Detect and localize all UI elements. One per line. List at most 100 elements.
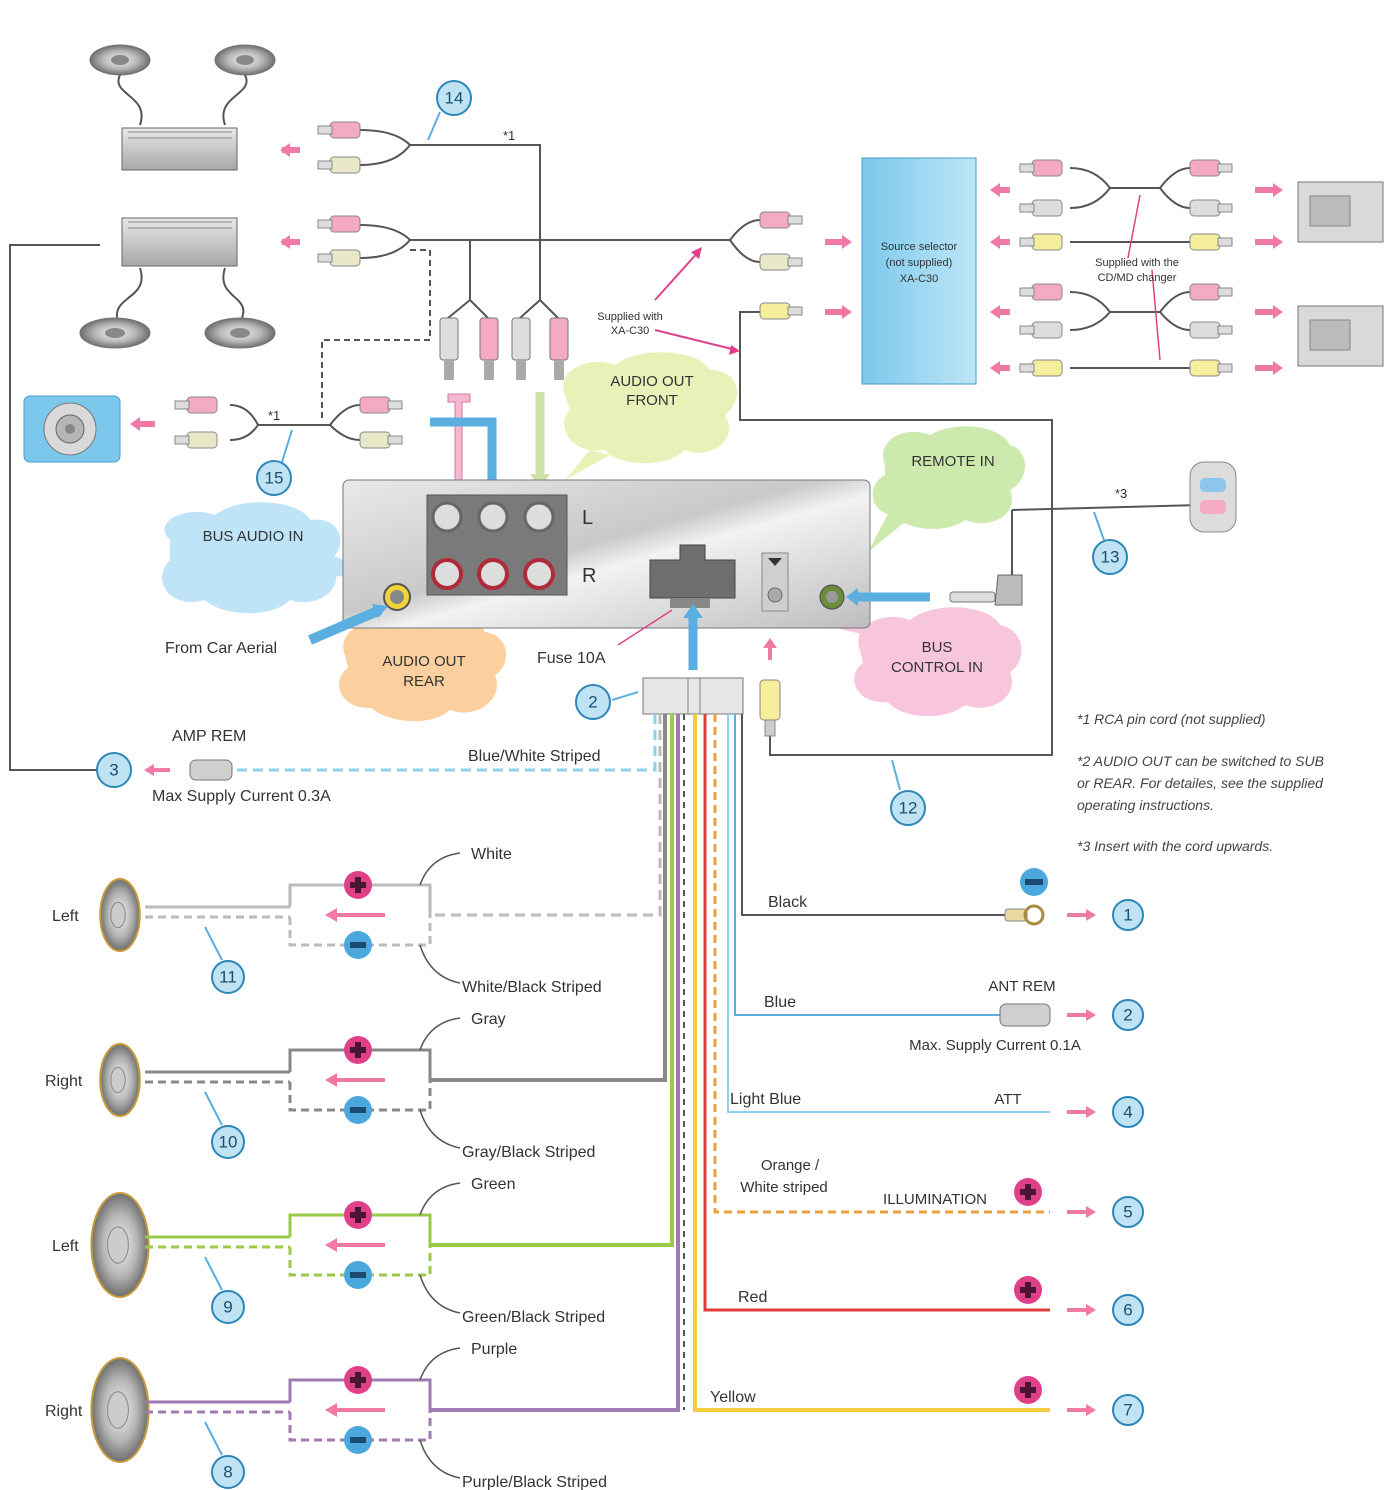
svg-text:CONTROL IN: CONTROL IN [891,659,983,676]
number-11: 11 [211,960,245,994]
svg-text:11: 11 [219,968,237,987]
plus-wire-label: White [471,846,512,863]
amp-rem-wire [9,244,100,771]
wire-harness [642,677,744,715]
plus-icon [1014,1178,1042,1206]
wire-color-label: Orange / [761,1157,820,1174]
number-1: 1 [1112,899,1144,931]
speaker-icon [99,1043,141,1117]
svg-text:4: 4 [1123,1103,1132,1122]
number-8: 8 [211,1455,245,1489]
speaker-side-label: Right [45,1073,83,1090]
svg-text:*3 Insert with the cord upward: *3 Insert with the cord upwards. [1077,838,1273,854]
minus-icon [344,1261,372,1289]
cd-changer-cables: Supplied with the CD/MD changer [990,159,1384,377]
number-5: 5 [1112,1196,1144,1228]
channel-l: L [582,507,593,529]
svg-text:6: 6 [1123,1301,1132,1320]
from-car-aerial: From Car Aerial [165,640,277,657]
callout-remote-in: REMOTE IN [868,426,1025,552]
number-2: 2 [1112,999,1144,1031]
minus-wire-label: Green/Black Striped [462,1309,605,1326]
svg-text:XA-C30: XA-C30 [611,325,650,337]
svg-text:Supplied with the: Supplied with the [1095,257,1179,269]
wire-note: Max. Supply Current 0.1A [909,1037,1081,1054]
speaker-side-label: Left [52,1238,79,1255]
minus-wire-label: White/Black Striped [462,979,602,996]
minus-wire-label: Gray/Black Striped [462,1144,595,1161]
svg-text:or REAR. For detailes, see the: or REAR. For detailes, see the supplied [1077,775,1324,791]
svg-text:1: 1 [1123,906,1132,925]
speaker-icon [99,878,141,952]
svg-text:FRONT: FRONT [626,392,678,409]
plus-wire-label: Purple [471,1341,517,1358]
plus-icon [344,871,372,899]
svg-text:operating instructions.: operating instructions. [1077,797,1214,813]
channel-r: R [582,565,596,587]
svg-text:Source selector: Source selector [881,241,958,253]
plus-icon [344,1201,372,1229]
svg-text:15: 15 [265,469,284,488]
rca-plugs-unit [430,299,569,488]
minus-icon [344,931,372,959]
wire-color-label: White striped [740,1179,828,1196]
wire-tag-label: ATT [994,1091,1021,1108]
number-4: 4 [1112,1096,1144,1128]
svg-text:*1: *1 [268,408,280,423]
ant-rem-connector [999,1003,1051,1027]
amp-rem-connector [144,759,233,781]
svg-text:*2 AUDIO OUT can be switched t: *2 AUDIO OUT can be switched to SUB [1077,753,1324,769]
number-3: 3 [96,752,132,788]
plus-wire-label: Green [471,1176,515,1193]
svg-text:REMOTE IN: REMOTE IN [911,453,994,470]
wire-color-label: Red [738,1289,767,1306]
yellow-plug-12 [759,679,781,737]
minus-icon [344,1096,372,1124]
speaker-icon [90,1357,150,1463]
blue-white-label: Blue/White Striped [468,748,601,765]
plus-icon [1014,1276,1042,1304]
rca-cable-15 [130,396,403,449]
number-2-harness: 2 [575,684,639,720]
wire-tag-label: ILLUMINATION [883,1191,987,1208]
svg-text:8: 8 [223,1463,232,1482]
wire-row-1: Black 1 [768,868,1144,931]
wire-color-label: Blue [764,994,796,1011]
wire-row-5: Red 6 [738,1276,1144,1326]
svg-text:9: 9 [223,1298,232,1317]
svg-text:BUS AUDIO IN: BUS AUDIO IN [203,528,304,545]
svg-text:2: 2 [1123,1006,1132,1025]
speaker-side-label: Right [45,1403,83,1420]
svg-text:Supplied with: Supplied with [597,311,662,323]
head-unit: L R [342,479,871,629]
svg-text:*3: *3 [1115,486,1127,501]
amplifier-top [89,44,276,171]
harness-wires [230,714,1050,1412]
wire-tag-label: ANT REM [988,978,1055,995]
svg-text:2: 2 [588,693,597,712]
minus-icon [344,1426,372,1454]
aerial-arrow [308,605,382,645]
svg-text:*1: *1 [503,128,515,143]
svg-text:14: 14 [445,89,464,108]
max-supply-amp: Max Supply Current 0.3A [152,788,331,805]
svg-text:13: 13 [1101,548,1120,567]
svg-text:AUDIO OUT: AUDIO OUT [610,373,693,390]
wire-color-label: Black [768,894,808,911]
amp-rem-label: AMP REM [172,728,246,745]
speaker-side-label: Left [52,908,79,925]
svg-text:10: 10 [219,1133,238,1152]
svg-text:3: 3 [109,761,118,780]
number-6: 6 [1112,1294,1144,1326]
svg-text:12: 12 [899,799,918,818]
footnotes: *1 RCA pin cord (not supplied) *2 AUDIO … [1077,711,1324,854]
number-13: 13 [1092,511,1128,575]
svg-text:XA-C30: XA-C30 [900,273,939,285]
